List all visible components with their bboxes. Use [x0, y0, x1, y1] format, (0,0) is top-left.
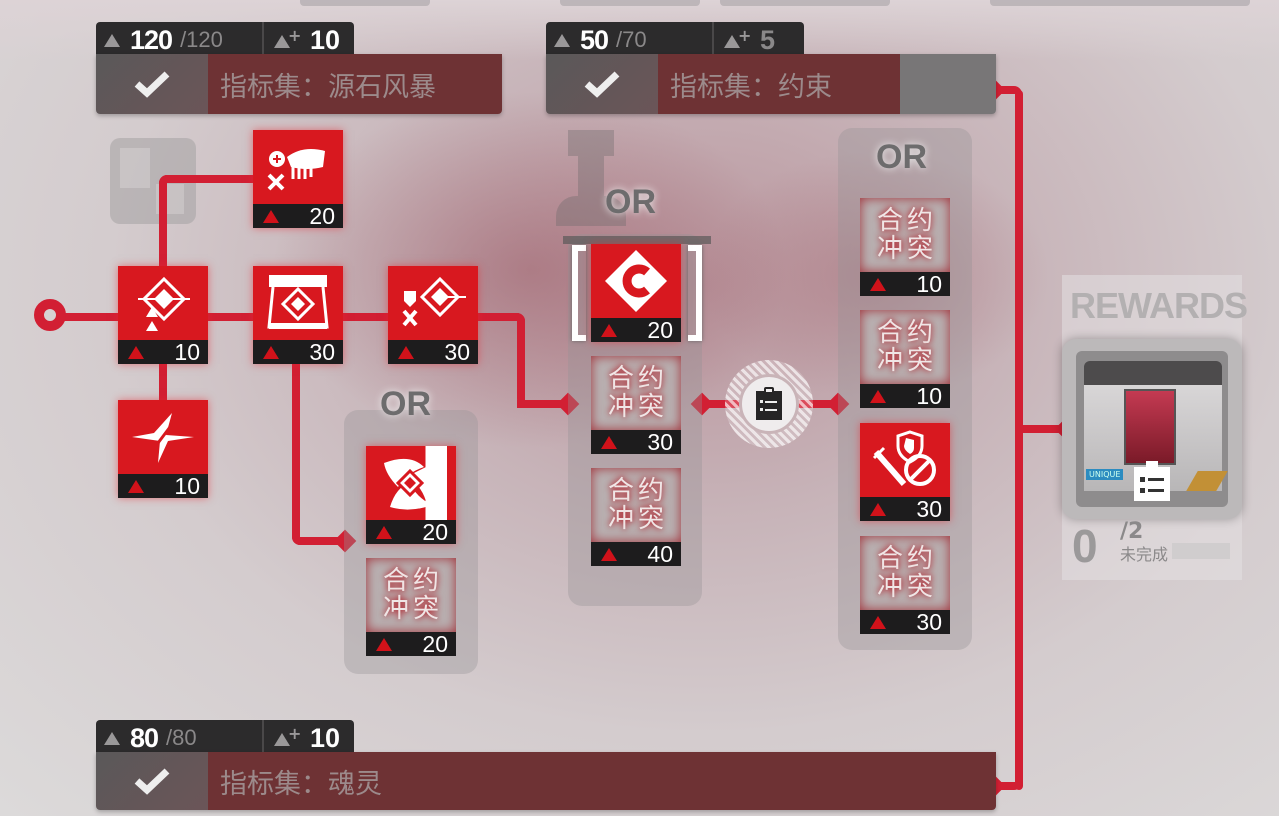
tile-frame[interactable]: 30 [253, 266, 343, 365]
risk-bonus-icon: + [724, 26, 751, 48]
banner-icon [1124, 389, 1176, 465]
clipboard-icon [1134, 461, 1170, 501]
risk-current: 80 [130, 722, 159, 753]
tile-shuriken[interactable]: 20 [366, 446, 456, 545]
stats-bar: 50/70 +5 [546, 22, 804, 58]
diamond-arrows-icon [138, 276, 190, 331]
bracket-to-rewards [1015, 425, 1065, 433]
branch-line-top [159, 175, 259, 183]
risk-max: /80 [166, 725, 197, 750]
tile-shatter[interactable]: 10 [118, 400, 208, 499]
indicator-group-soul[interactable]: 80/80 +10 指标集：魂灵 [96, 720, 996, 812]
branch-line-or1 [292, 315, 300, 545]
shuriken-icon [384, 458, 439, 510]
shatter-icon [132, 413, 194, 463]
or-label: OR [380, 385, 431, 423]
branch-line-or1-h [292, 537, 347, 545]
rewards-total: /2 [1120, 519, 1144, 544]
group-title: 指标集：魂灵 [208, 752, 996, 810]
rewards-title: REWARDS [1070, 285, 1248, 326]
diamond-frame-icon [267, 275, 329, 329]
check-icon [546, 54, 658, 114]
bracket-top [992, 86, 1022, 94]
contract-conflict-label: 合约冲突 [382, 566, 439, 624]
tile-contract-conflict[interactable]: 合约冲突 30 [860, 536, 950, 635]
risk-icon [104, 33, 120, 47]
risk-bonus-icon: + [274, 724, 301, 746]
risk-bonus: 10 [310, 24, 341, 55]
contract-conflict-label: 合约冲突 [876, 206, 933, 264]
risk-max: /120 [180, 27, 223, 52]
tile-contract-conflict[interactable]: 合约冲突 40 [591, 468, 681, 567]
check-icon [96, 54, 208, 114]
clipboard-icon [756, 387, 782, 420]
indicator-group-contract[interactable]: 50/70 +5 指标集：约束 [546, 22, 996, 114]
start-node [34, 299, 66, 331]
line-to-or2-h [517, 400, 569, 408]
or-label: OR [605, 183, 656, 221]
rewards-progress-bar [1172, 543, 1230, 559]
risk-bonus: 10 [310, 722, 341, 753]
branch-line-up [159, 175, 167, 315]
beast-shield-sword-icon [267, 149, 325, 191]
bracket-bottom [992, 782, 1022, 790]
tile-start[interactable]: 10 [118, 266, 208, 365]
rewards-panel: REWARDS UNIQUE 0 /2 未完成 [1062, 275, 1248, 580]
stats-bar: 80/80 +10 [96, 720, 354, 756]
risk-current: 120 [130, 24, 173, 55]
contract-conflict-label: 合约冲突 [876, 318, 933, 376]
risk-icon [554, 33, 570, 47]
tile-c-selected[interactable]: 20 [591, 244, 681, 343]
stats-bar: 120/120 +10 [96, 22, 354, 58]
c-diamond-icon [605, 250, 667, 312]
unique-badge: UNIQUE [1086, 469, 1124, 480]
risk-max: /70 [616, 27, 647, 52]
faint-tower-icon [556, 130, 636, 228]
risk-bonus: 5 [760, 24, 776, 55]
risk-current: 50 [580, 24, 609, 55]
indicator-group-storm[interactable]: 120/120 +10 指标集：源石风暴 [96, 22, 502, 114]
group-title: 指标集：源石风暴 [208, 54, 502, 114]
rewards-progress: 0 [1072, 520, 1098, 572]
risk-icon [104, 731, 120, 745]
or-label: OR [876, 138, 927, 176]
rewards-bracket-line [1015, 90, 1023, 790]
tile-contract-conflict[interactable]: 合约冲突 30 [591, 356, 681, 455]
contract-conflict-label: 合约冲突 [876, 544, 933, 602]
clipboard-node[interactable] [725, 360, 813, 448]
group-title: 指标集：约束 [658, 54, 900, 114]
risk-bonus-icon: + [274, 26, 301, 48]
contract-conflict-label: 合约冲突 [607, 476, 664, 534]
line-to-or2-v [517, 313, 525, 407]
tile-contract-conflict[interactable]: 合约冲突 20 [366, 558, 456, 657]
line-to-or2 [475, 313, 525, 321]
rewards-status: 未完成 [1120, 545, 1169, 564]
tile-beast[interactable]: 20 [253, 130, 343, 229]
tile-contract-conflict[interactable]: 合约冲突 10 [860, 310, 950, 409]
tile-contract-conflict[interactable]: 合约冲突 10 [860, 198, 950, 297]
selected-bracket [563, 236, 711, 348]
contract-conflict-label: 合约冲突 [607, 364, 664, 422]
bracket-left [572, 245, 586, 341]
tile-shield-diamond[interactable]: 30 [388, 266, 478, 365]
check-icon [96, 752, 208, 810]
bracket-right [688, 245, 702, 341]
sword-shield-ban-icon [872, 430, 936, 486]
shield-sword-diamond-icon [402, 276, 466, 327]
tile-no-defense[interactable]: 30 [860, 423, 950, 522]
reward-card[interactable]: UNIQUE [1062, 339, 1242, 519]
